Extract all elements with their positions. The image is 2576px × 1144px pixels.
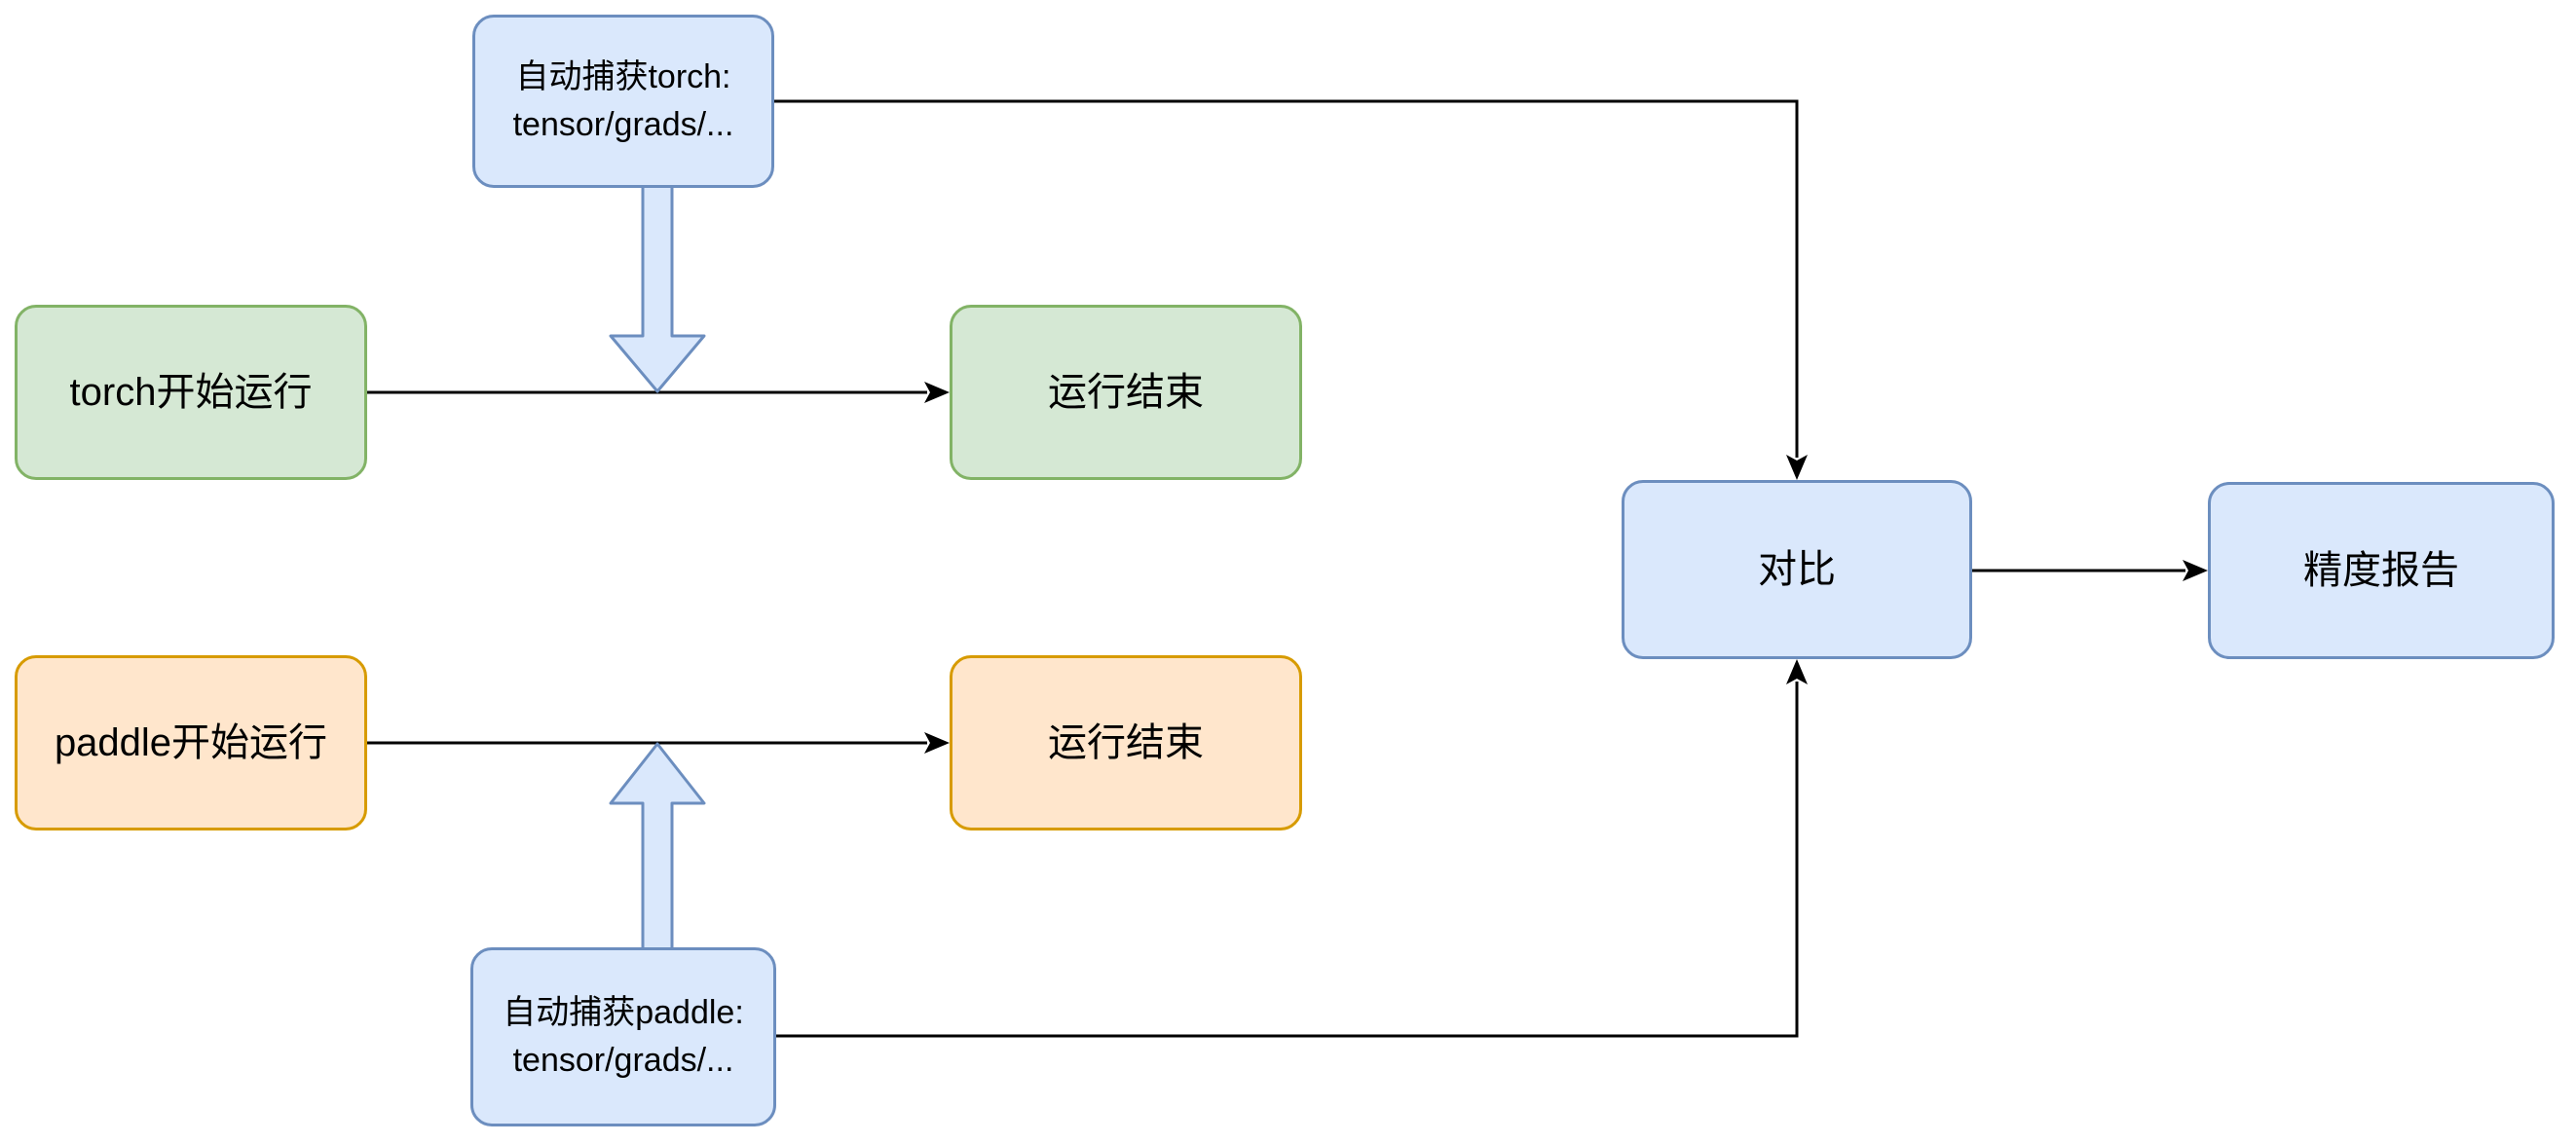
node-report-label: 精度报告 — [2303, 549, 2459, 592]
node-torch-end-label: 运行结束 — [1048, 371, 1204, 414]
edge-torch-capture-to-compare-arrowhead-icon — [1786, 455, 1808, 480]
edge-torch-start-to-end-arrowhead-icon — [924, 382, 950, 403]
node-paddle-capture-line2: tensor/grads/... — [512, 1042, 734, 1079]
node-torch-start: torch开始运行 — [15, 305, 367, 480]
node-report: 精度报告 — [2208, 482, 2555, 659]
node-paddle-start: paddle开始运行 — [15, 655, 367, 830]
node-torch-capture-line1: 自动捕获torch: — [515, 57, 731, 95]
node-paddle-end: 运行结束 — [950, 655, 1302, 830]
node-paddle-capture-line1: 自动捕获paddle: — [503, 993, 744, 1031]
node-torch-start-label: torch开始运行 — [69, 371, 313, 414]
node-torch-capture: 自动捕获torch: tensor/grads/... — [472, 15, 774, 188]
paddle-capture-block-arrow-up-icon — [609, 742, 706, 951]
edge-paddle-capture-to-compare-arrowhead-icon — [1786, 659, 1808, 684]
node-torch-capture-line2: tensor/grads/... — [512, 106, 734, 143]
node-paddle-start-label: paddle开始运行 — [54, 721, 328, 764]
node-compare-label: 对比 — [1758, 548, 1836, 591]
torch-capture-block-arrow-down-icon — [609, 183, 706, 393]
node-paddle-end-label: 运行结束 — [1048, 721, 1204, 764]
edge-compare-to-report-arrowhead-icon — [2183, 560, 2208, 581]
edge-torch-capture-to-compare-line — [774, 99, 1799, 458]
node-torch-end: 运行结束 — [950, 305, 1302, 480]
node-compare: 对比 — [1622, 480, 1972, 659]
edge-paddle-start-to-end-arrowhead-icon — [924, 732, 950, 754]
edge-paddle-capture-to-compare-line — [776, 682, 1799, 1038]
node-paddle-capture: 自动捕获paddle: tensor/grads/... — [470, 947, 776, 1126]
